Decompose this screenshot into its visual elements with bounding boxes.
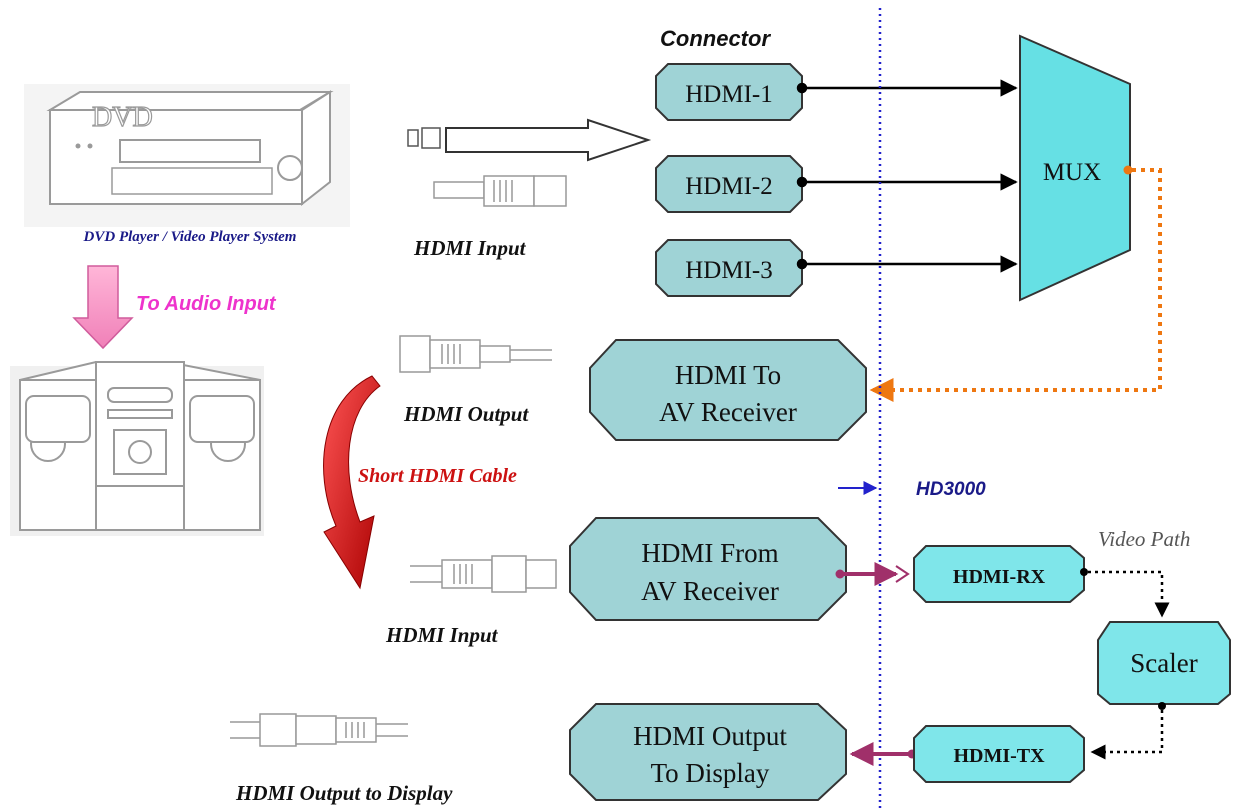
video-path-label: Video Path <box>1098 527 1190 551</box>
dvd-player-illustration <box>24 84 350 227</box>
connector-hdmi-3-label: HDMI-3 <box>685 257 773 284</box>
hdmi-input-bottom-label: HDMI Input <box>385 623 499 647</box>
display-out-line2: To Display <box>651 758 770 788</box>
mux-to-av-receiver-path <box>869 165 1162 402</box>
display-out-line1: HDMI Output <box>633 721 787 751</box>
av-in-line2: AV Receiver <box>641 576 779 606</box>
hdmi-plug-top-input <box>433 175 567 207</box>
hdmi-tx-chip: HDMI-TX <box>913 725 1085 783</box>
connector-heading: Connector <box>660 26 771 51</box>
mux-block: MUX <box>1019 34 1131 302</box>
av-receiver-to-rx-arrow <box>835 562 910 586</box>
dvd-logo: DVD <box>92 102 153 133</box>
video-path-arrows <box>1080 568 1170 760</box>
hdmi-plug-input-white-arrow <box>407 118 652 162</box>
stereo-system-illustration <box>10 361 264 536</box>
rx-label: HDMI-RX <box>953 566 1046 588</box>
hdmi-plug-output <box>399 335 552 373</box>
hdmi-output-to-display-box: HDMI Output To Display <box>569 703 847 801</box>
hdmi-output-label: HDMI Output <box>403 402 529 426</box>
hdmi-plug-bottom-input <box>410 555 557 593</box>
scaler-label: Scaler <box>1130 648 1197 678</box>
mux-label: MUX <box>1043 159 1101 186</box>
short-cable-label: Short HDMI Cable <box>358 465 517 487</box>
hdmi-rx-chip: HDMI-RX <box>913 545 1085 603</box>
hdmi-output-display-label: HDMI Output to Display <box>235 781 453 805</box>
scaler-block: Scaler <box>1097 621 1231 705</box>
hdmi-from-av-receiver-box: HDMI From AV Receiver <box>569 517 847 621</box>
hdmi-input-top-label: HDMI Input <box>413 236 527 260</box>
hdmi-to-av-receiver-box: HDMI To AV Receiver <box>589 339 867 441</box>
connector-hdmi-1-label: HDMI-1 <box>685 81 773 108</box>
audio-input-label: To Audio Input <box>136 293 277 315</box>
av-out-line1: HDMI To <box>675 360 781 390</box>
connector-to-mux-arrows <box>796 79 1018 273</box>
connector-hdmi-2-label: HDMI-2 <box>685 173 773 200</box>
connector-hdmi-2: HDMI-2 <box>655 155 803 213</box>
audio-down-arrow <box>72 265 134 350</box>
av-in-line1: HDMI From <box>641 538 778 568</box>
tx-label: HDMI-TX <box>953 745 1045 767</box>
hdmi-plug-display-output <box>230 713 408 747</box>
connector-hdmi-1: HDMI-1 <box>655 63 803 121</box>
connector-hdmi-3: HDMI-3 <box>655 239 803 297</box>
dvd-caption: DVD Player / Video Player System <box>83 229 297 245</box>
short-cable-curved-arrow <box>323 375 381 590</box>
av-out-line2: AV Receiver <box>659 397 797 427</box>
hd3000-label: HD3000 <box>916 479 986 500</box>
tx-to-display-arrow <box>849 742 917 766</box>
